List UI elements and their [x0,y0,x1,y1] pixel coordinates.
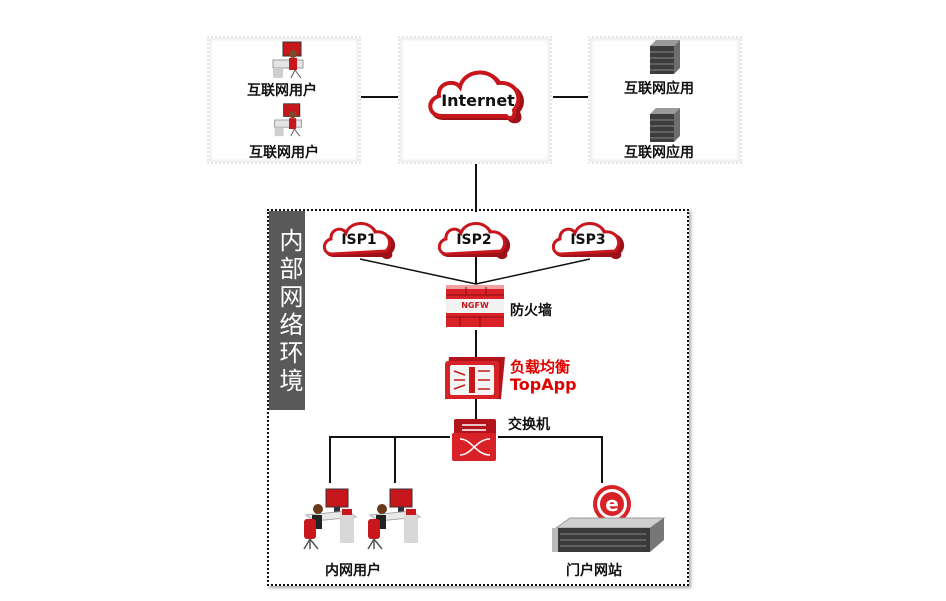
portal-server-icon: e [546,484,666,560]
lan-users-label: 内网用户 [325,563,381,579]
switch-icon [452,419,498,465]
internet-user-icon [269,102,309,142]
internal-network-box [267,209,689,586]
firewall-label: 防火墙 [510,303,552,319]
internet-users-panel: 互联网用户 互联网用户 [207,36,361,164]
switch-label: 交换机 [508,417,550,433]
link-switch-portal [498,436,603,483]
link-isp1-firewall [359,258,477,285]
isp2-label: ISP2 [456,232,492,248]
load-balancer-product: TopApp [510,375,577,394]
load-balancer-label: 负载均衡 [510,358,571,376]
internet-cloud-label: Internet [441,91,515,110]
internet-user-icon [269,40,309,84]
internet-user-label: 互联网用户 [247,83,317,99]
isp-cloud-icon [320,215,400,265]
internet-user-label: 互联网用户 [249,145,319,161]
server-rack-icon [646,40,682,78]
load-balancer-icon [445,357,505,403]
internal-network-title: 内部网络环境 [269,211,305,410]
lan-user-icon [300,485,360,555]
lan-user-icon [364,485,424,555]
server-rack-icon [646,108,682,146]
isp1-label: ISP1 [341,232,377,248]
isp3-label: ISP3 [570,232,606,248]
internet-app-label: 互联网应用 [624,81,694,97]
isp-cloud-icon [549,215,629,265]
link-switch-user1 [329,436,450,483]
internet-app-label: 互联网应用 [624,145,694,161]
firewall-badge: NGFW [461,301,489,310]
portal-label: 门户网站 [566,563,622,579]
internet-cloud-icon [424,58,534,134]
internet-panel: Internet [398,36,552,164]
svg-text:e: e [605,492,619,516]
internet-apps-panel: 互联网应用 互联网应用 [588,36,742,164]
firewall-icon: NGFW [446,285,504,329]
isp-cloud-icon [435,215,515,265]
link-isp3-firewall [475,258,591,285]
